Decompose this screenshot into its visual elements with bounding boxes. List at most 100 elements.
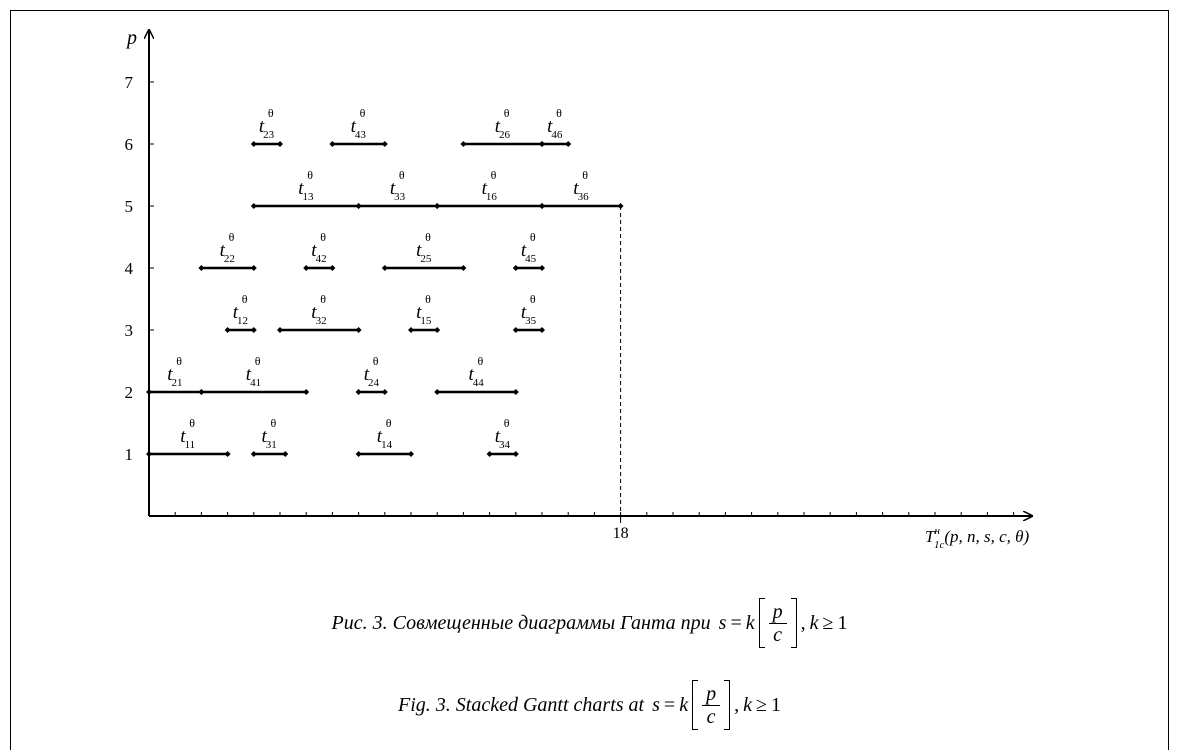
- bar-endpoint: [565, 141, 572, 147]
- bracket-right: [790, 598, 797, 648]
- bar-endpoint: [303, 389, 310, 395]
- bar-label-sup: θ: [582, 168, 588, 182]
- bar-label: t41: [246, 364, 261, 389]
- bracket-left: [692, 680, 699, 730]
- formula-fraction: p c: [768, 600, 787, 646]
- bar-label-sup: θ: [425, 292, 431, 306]
- bar-label-sup: θ: [229, 230, 235, 244]
- bar-label: t45: [521, 240, 537, 265]
- bar-endpoint: [355, 203, 362, 209]
- bar-endpoint: [460, 141, 467, 147]
- formula-cond-var: k: [743, 693, 752, 716]
- bar-endpoint: [539, 265, 545, 271]
- bar-endpoint: [277, 141, 283, 147]
- bar-label-sup: θ: [491, 168, 497, 182]
- bar-endpoint: [434, 203, 441, 209]
- formula-eq: =: [730, 611, 742, 634]
- bar-label-sup: θ: [320, 292, 326, 306]
- bar-label: t35: [521, 302, 537, 327]
- fraction-numerator: p: [772, 600, 783, 623]
- caption-ru-text: Рис. 3. Совмещенные диаграммы Ганта при: [331, 611, 711, 634]
- bar-label: t11: [180, 426, 195, 451]
- fraction-bar: [768, 622, 787, 624]
- y-tick-label: 7: [125, 73, 134, 92]
- bracket-right: [724, 680, 731, 730]
- bar-endpoint: [512, 389, 519, 395]
- y-tick-label: 6: [125, 135, 134, 154]
- caption-ru: Рис. 3. Совмещенные диаграммы Ганта при …: [0, 598, 1179, 648]
- bar-label: t34: [495, 426, 511, 451]
- bar-endpoint: [250, 203, 257, 209]
- bar-label-sup: θ: [268, 106, 274, 120]
- y-tick-label: 1: [125, 445, 134, 464]
- bar-endpoint: [512, 265, 519, 271]
- bar-endpoint: [408, 451, 414, 457]
- bar-label-sup: θ: [530, 292, 536, 306]
- bar-label: t25: [416, 240, 432, 265]
- fraction-denominator: c: [773, 623, 783, 646]
- bar-endpoint: [146, 451, 152, 457]
- caption-ru-formula: s = k p c , k ≥ 1: [719, 598, 847, 648]
- formula-cond-op: ≥: [822, 611, 834, 634]
- bar-endpoint: [250, 141, 257, 147]
- fraction-bar: [702, 704, 721, 706]
- bar-label: t23: [259, 116, 275, 141]
- formula-cond-op: ≥: [755, 693, 767, 716]
- y-axis-label: p: [125, 27, 137, 49]
- bar-label-sup: θ: [189, 416, 195, 430]
- bar-endpoint: [355, 327, 362, 333]
- bar-endpoint: [355, 389, 362, 395]
- y-tick-label: 2: [125, 383, 134, 402]
- fraction-denominator: c: [706, 705, 716, 728]
- bar-endpoint: [224, 451, 231, 457]
- bar-endpoint: [198, 265, 205, 271]
- bar-label: t16: [482, 178, 498, 203]
- bar-label-sup: θ: [386, 416, 392, 430]
- bar-endpoint: [539, 141, 545, 147]
- bar-endpoint: [250, 451, 257, 457]
- bar-label: t32: [311, 302, 326, 327]
- bar-endpoint: [329, 141, 336, 147]
- x-tick-label: 18: [613, 525, 629, 542]
- bar-label-sup: θ: [399, 168, 405, 182]
- bar-endpoint: [224, 327, 231, 333]
- y-tick-label: 4: [125, 259, 134, 278]
- formula-fraction: p c: [702, 683, 721, 728]
- bar-label: t12: [233, 302, 248, 327]
- bar-endpoint: [381, 265, 388, 271]
- bar-label-sup: θ: [242, 292, 248, 306]
- formula-k: k: [679, 693, 689, 716]
- formula-floor: p c: [692, 680, 731, 730]
- bar-endpoint: [512, 451, 519, 457]
- bar-label: t33: [390, 178, 406, 203]
- bar-label: t44: [469, 364, 485, 389]
- bar-endpoint: [539, 327, 545, 333]
- bar-label-sup: θ: [360, 106, 366, 120]
- bar-label: t14: [377, 426, 393, 451]
- bar-label-sup: θ: [478, 354, 484, 368]
- bar-label: t46: [547, 116, 563, 141]
- formula-comma: ,: [734, 693, 740, 716]
- formula-eq: =: [663, 693, 676, 716]
- bar-endpoint: [434, 327, 441, 333]
- bar-endpoint: [460, 265, 467, 271]
- bar-endpoint: [486, 451, 493, 457]
- bar-endpoint: [329, 265, 336, 271]
- bar-endpoint: [434, 389, 441, 395]
- bar-endpoint: [355, 451, 362, 457]
- bar-endpoint: [277, 327, 283, 333]
- y-tick-label: 3: [125, 321, 134, 340]
- figure-frame: [10, 10, 1169, 750]
- bar-endpoint: [250, 327, 257, 333]
- bar-label-sup: θ: [425, 230, 431, 244]
- formula-cond-var: k: [809, 611, 819, 634]
- bar-label-sup: θ: [255, 354, 261, 368]
- bar-label: t24: [364, 364, 380, 389]
- bar-endpoint: [303, 265, 310, 271]
- bar-endpoint: [146, 389, 152, 395]
- formula-comma: ,: [800, 611, 806, 634]
- bar-label-sup: θ: [307, 168, 313, 182]
- bar-label: t22: [220, 240, 235, 265]
- bar-label-sup: θ: [320, 230, 326, 244]
